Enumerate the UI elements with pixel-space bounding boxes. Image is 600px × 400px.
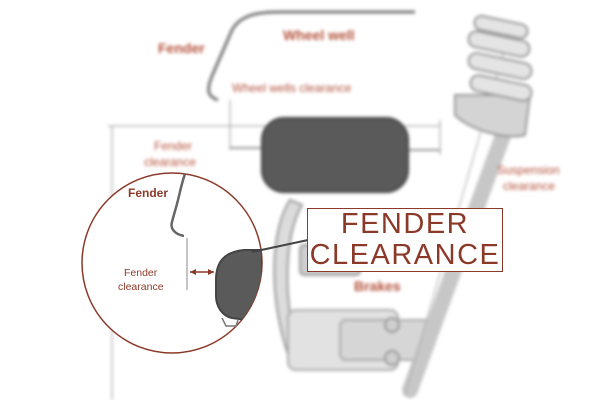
- fender-label: Fender: [158, 40, 205, 56]
- zoom-rim-lip: [221, 317, 239, 327]
- fender-clearance-label-line2: clearance: [144, 155, 196, 169]
- suspension-clearance-label-line1: Suspension: [497, 163, 560, 177]
- callout-line1: FENDER: [340, 208, 470, 240]
- callout-line2: CLEARANCE: [309, 239, 501, 271]
- fender-clearance-callout: FENDER CLEARANCE: [307, 208, 503, 272]
- zoom-fender-outline: [170, 173, 187, 238]
- axle-bolt: [384, 317, 400, 333]
- wheel-wells-clearance-label: Wheel wells clearance: [232, 81, 352, 95]
- zoom-arrow-head-left: [190, 269, 196, 275]
- suspension-clearance-label-line2: clearance: [503, 179, 555, 193]
- fender-clearance-label-line1: Fender: [154, 139, 192, 153]
- coil-spring: [467, 14, 533, 102]
- zoom-fender-label: Fender: [128, 186, 168, 200]
- zoom-arrow-head-right: [208, 269, 214, 275]
- zoom-tire: [215, 249, 262, 324]
- axle-bolt: [384, 350, 400, 366]
- zoom-fender-clearance-label-line1: Fender: [124, 267, 158, 279]
- fender-outline: [207, 10, 415, 102]
- callout-leader-line: [251, 239, 309, 253]
- suspension-mount: [454, 94, 532, 138]
- brakes-label: Brakes: [354, 278, 401, 294]
- wheel-well-label: Wheel well: [283, 27, 355, 43]
- tire: [261, 117, 409, 193]
- zoom-fender-clearance-label-line2: clearance: [118, 281, 164, 293]
